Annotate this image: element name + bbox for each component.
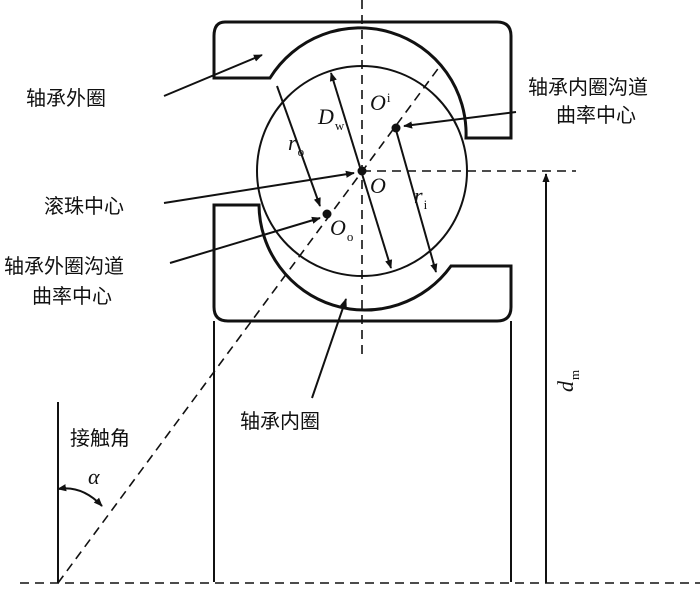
label-inner-ring: 轴承内圈	[240, 409, 320, 433]
outer-ring-leader	[163, 54, 263, 97]
symbol-oo: Oo	[330, 215, 353, 244]
label-outer-ring: 轴承外圈	[26, 86, 106, 110]
ball-center-point	[357, 166, 367, 176]
symbol-ro: ro	[288, 130, 304, 159]
symbol-dm: dm	[553, 370, 582, 392]
label-contact-angle: 接触角	[70, 426, 130, 450]
outer-groove-leader	[169, 216, 321, 264]
outer-ring-outline	[212, 20, 513, 140]
contact-angle-arc	[57, 484, 103, 507]
inner-groove-center-point	[391, 123, 401, 133]
ball-center-leader	[163, 170, 355, 204]
label-inner-groove-line1: 轴承内圈沟道	[528, 75, 648, 99]
label-outer-groove-line1: 轴承外圈沟道	[4, 254, 124, 278]
symbol-dw: Dw	[317, 104, 345, 133]
symbol-oi: Oi	[370, 90, 391, 115]
symbol-alpha: α	[88, 464, 100, 489]
symbol-ri: ri	[414, 183, 428, 212]
ro-dimension-arrow	[276, 85, 321, 207]
label-inner-groove-line2: 曲率中心	[556, 103, 636, 127]
ri-dimension-arrow	[395, 129, 438, 273]
inner-ring-outline	[212, 203, 513, 323]
symbol-o: O	[370, 173, 386, 198]
label-outer-groove-line2: 曲率中心	[32, 284, 112, 308]
inner-ring-leader	[311, 298, 347, 399]
inner-groove-leader	[403, 111, 517, 129]
contact-line	[57, 65, 441, 584]
label-ball-center: 滚珠中心	[44, 194, 124, 218]
outer-groove-center-point	[322, 209, 332, 219]
